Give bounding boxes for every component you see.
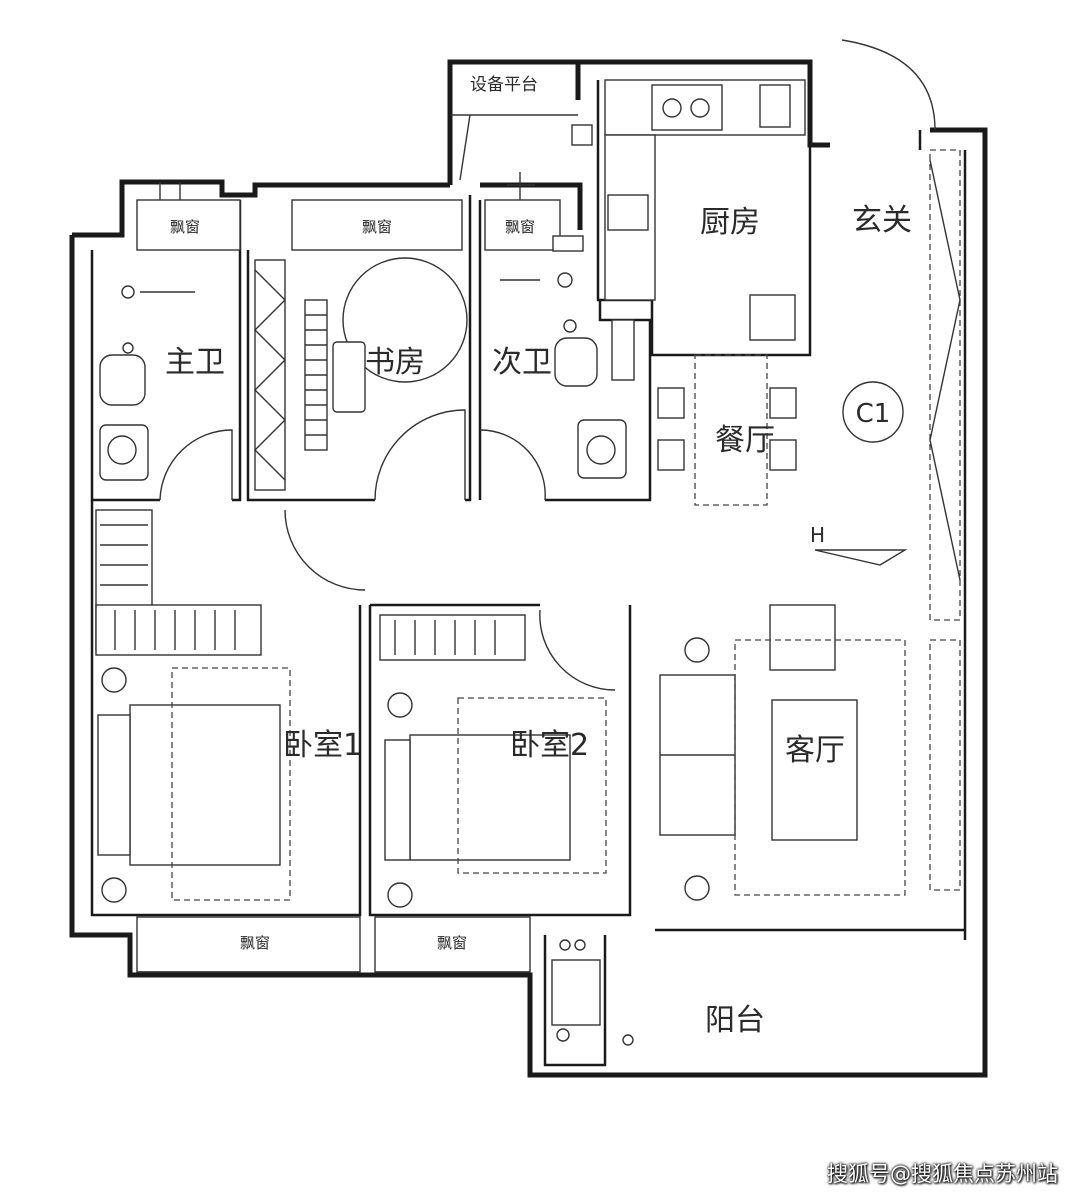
bedroom1-furniture	[95, 509, 291, 903]
entrance-cabinet	[929, 149, 961, 891]
type-mark-label: C1	[856, 399, 891, 429]
window-label-master-bath: 飘窗	[170, 218, 200, 236]
master-bath-fixtures	[99, 285, 195, 481]
level-mark-label: H	[810, 523, 825, 547]
room-label-equipment-platform: 设备平台	[470, 75, 538, 95]
window-label-second-bath: 飘窗	[505, 218, 535, 236]
room-label-bedroom1: 卧室1	[283, 728, 362, 763]
bay-windows	[136, 172, 561, 973]
dining-fixtures	[657, 354, 797, 506]
type-mark-circle	[842, 381, 904, 443]
living-furniture	[659, 549, 908, 901]
exterior-walls	[69, 59, 988, 1078]
window-label-bedroom2: 飘窗	[437, 934, 467, 952]
room-label-bedroom2: 卧室2	[510, 728, 589, 763]
second-bath-fixtures	[500, 235, 635, 479]
study-fixtures	[254, 257, 468, 491]
room-label-entrance: 玄关	[852, 203, 912, 238]
room-label-living: 客厅	[785, 733, 845, 768]
room-label-balcony: 阳台	[705, 1003, 765, 1038]
entrance-door-arc	[841, 39, 936, 131]
room-label-study: 书房	[365, 345, 425, 380]
room-label-second-bath: 次卫	[492, 345, 552, 380]
balcony-fixtures	[551, 939, 634, 1046]
room-label-kitchen: 厨房	[700, 205, 760, 240]
watermark: 搜狐号@搜狐焦点苏州站	[827, 1162, 1058, 1186]
room-label-dining: 餐厅	[715, 423, 775, 458]
window-label-bedroom1: 飘窗	[240, 934, 270, 952]
window-label-study: 飘窗	[362, 218, 392, 236]
equipment-platform	[450, 114, 593, 181]
kitchen-fixtures	[604, 79, 806, 341]
bedroom2-furniture	[379, 614, 607, 908]
room-label-master-bath: 主卫	[165, 345, 225, 380]
interior-walls	[90, 80, 965, 1067]
door-swings	[159, 409, 616, 691]
